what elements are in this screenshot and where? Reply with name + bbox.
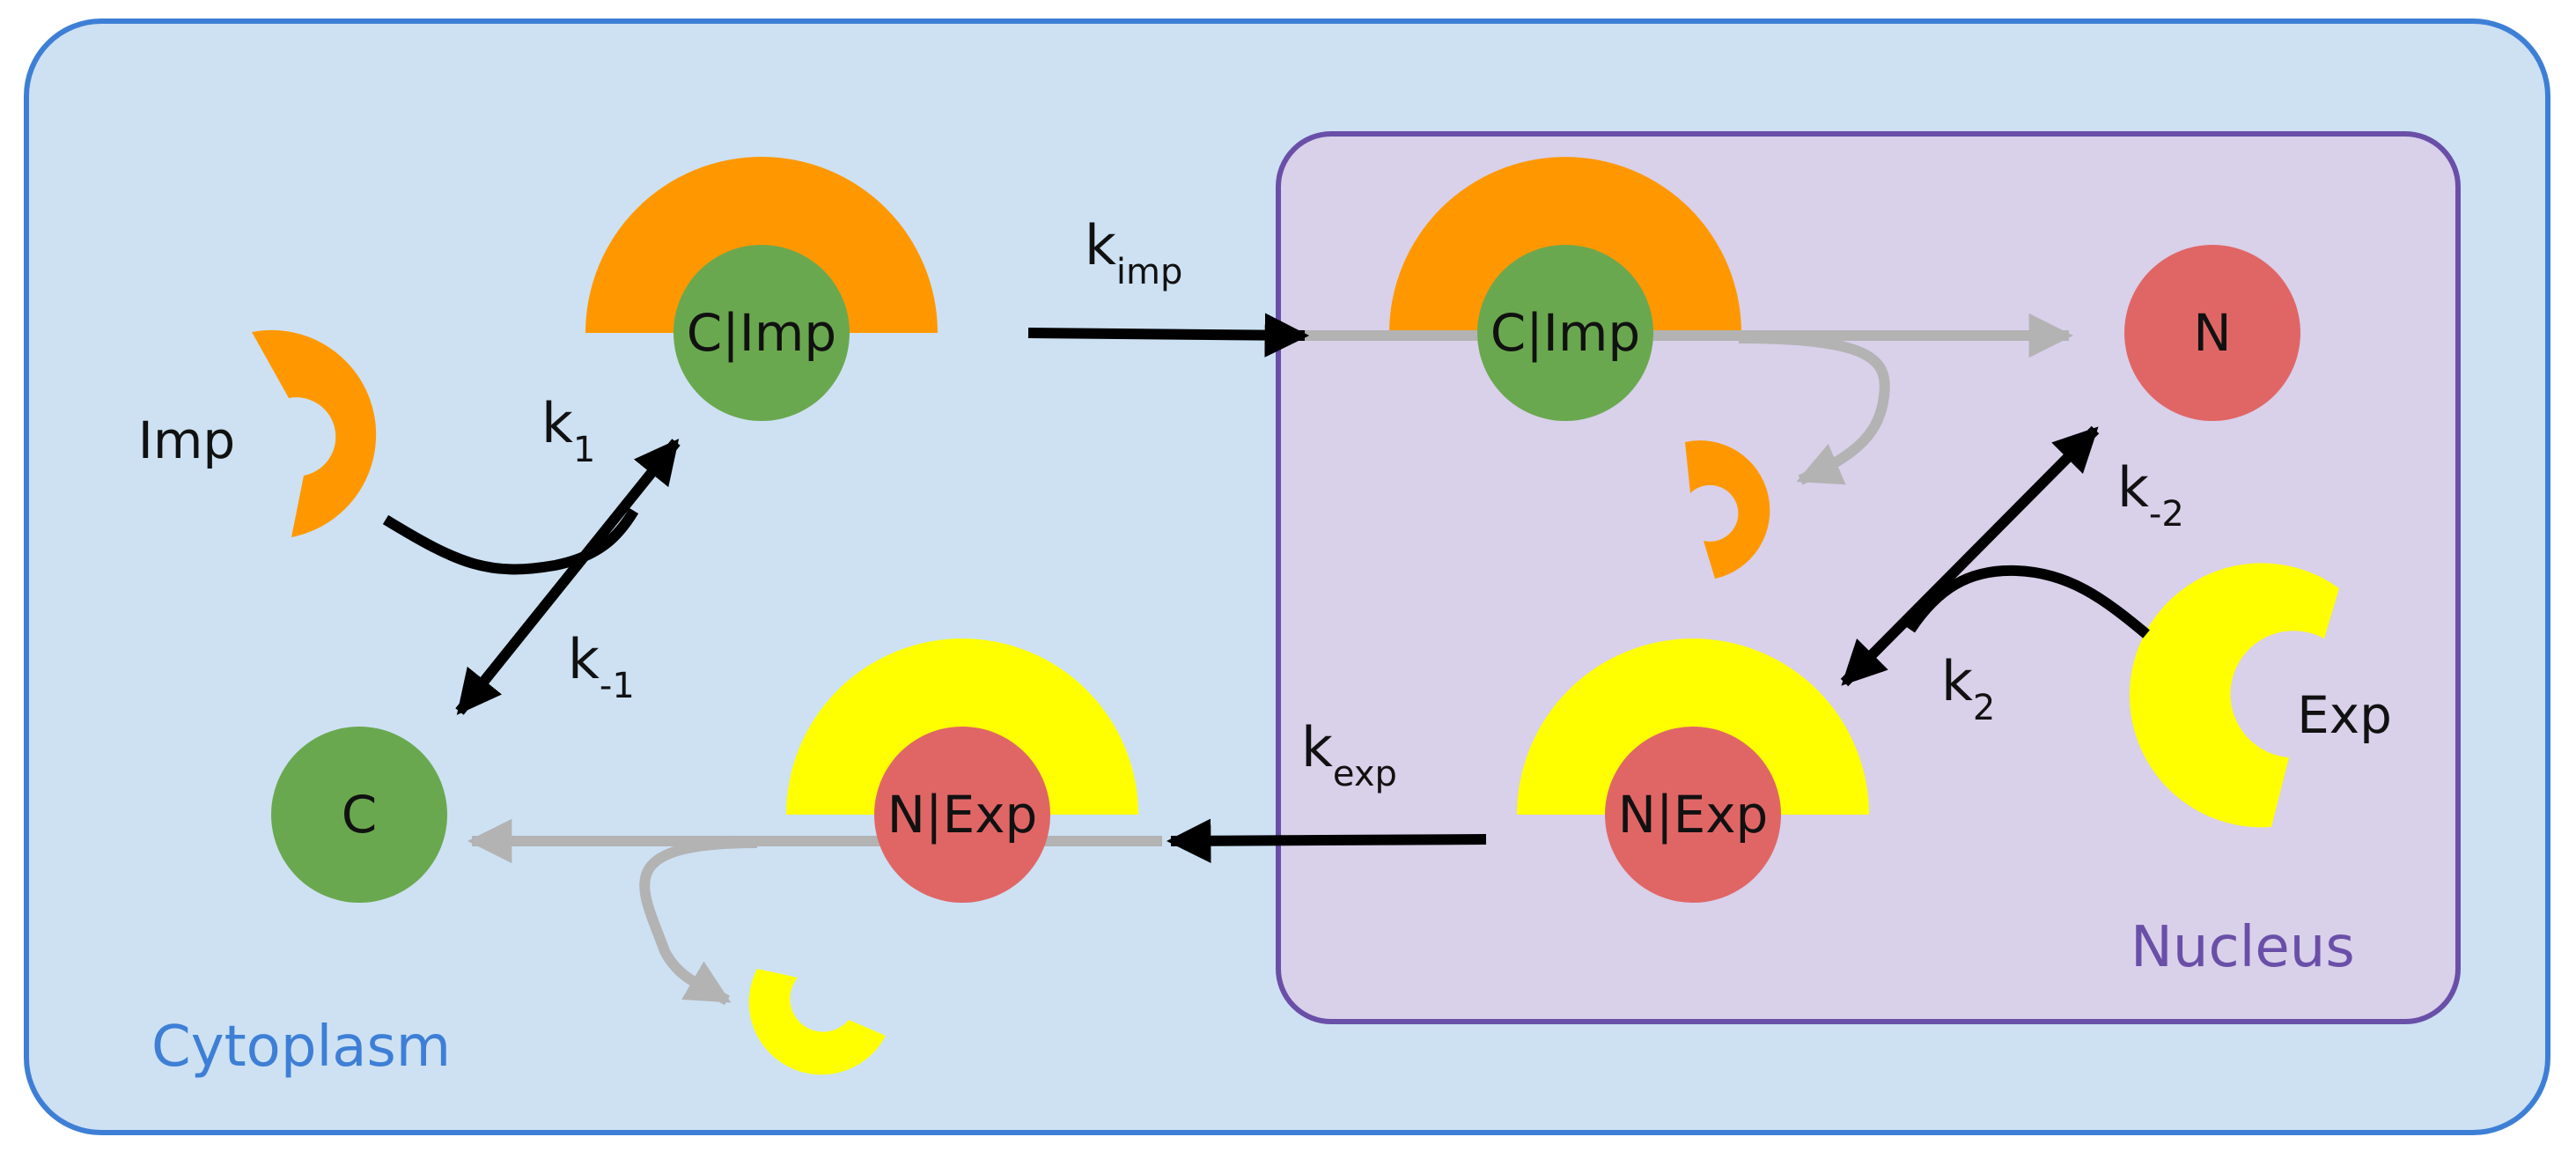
- export-release-branch: [639, 838, 758, 1006]
- released-exportin-shape: [748, 969, 886, 1075]
- nuclear-protein-label: N: [2193, 303, 2231, 363]
- nucleus-label: Nucleus: [2131, 915, 2355, 980]
- rate-k-minus2-base: k: [2117, 455, 2149, 520]
- exportin-binding-curve: [1906, 565, 2150, 639]
- n-exp-cyto-label: N|Exp: [887, 785, 1038, 845]
- rate-k1: k1: [541, 391, 595, 470]
- exportin-label: Exp: [2297, 685, 2392, 745]
- rate-k-imp: kimp: [1085, 213, 1182, 292]
- rate-k-exp-base: k: [1301, 715, 1333, 779]
- cytoplasm-label: Cytoplasm: [151, 1015, 451, 1080]
- c-imp-cyto-core: [673, 245, 850, 421]
- importin-shape: [252, 329, 377, 537]
- n-exp-nuc-label: N|Exp: [1618, 785, 1769, 845]
- rate-k2-base: k: [1941, 649, 1973, 713]
- export-transport-arrow: [1166, 818, 1487, 863]
- rate-k-minus1: k-1: [568, 627, 635, 706]
- rate-k-minus1-base: k: [568, 627, 600, 691]
- rate-k-exp-sub: exp: [1333, 754, 1397, 794]
- c-imp-cyto-label: C|Imp: [687, 303, 836, 363]
- cargo-node: [271, 727, 447, 903]
- c-imp-nuc-label: C|Imp: [1490, 303, 1640, 363]
- rate-k2-sub: 2: [1973, 688, 1995, 728]
- rate-k1-base: k: [541, 391, 573, 455]
- rate-k-minus1-sub: -1: [600, 666, 635, 706]
- importin-binding-curve: [382, 507, 639, 575]
- rate-k-exp: kexp: [1301, 715, 1397, 794]
- exportin-shape: [2129, 563, 2339, 828]
- rate-k1-sub: 1: [573, 430, 595, 470]
- n-exp-cyto-core: [874, 727, 1050, 903]
- importin-label: Imp: [138, 410, 235, 470]
- c-imp-nuc-core: [1477, 245, 1653, 421]
- n-exp-nuc-core: [1605, 727, 1781, 903]
- cargo-label: C: [342, 785, 378, 845]
- nuclear-protein-node: [2124, 245, 2300, 421]
- rate-k-minus2: k-2: [2117, 455, 2184, 535]
- rate-k-minus2-sub: -2: [2149, 494, 2184, 535]
- rate-k2: k2: [1941, 649, 1995, 728]
- released-importin-shape: [1685, 440, 1770, 579]
- nuc-binding-arrow: [1840, 425, 2100, 687]
- rate-k-imp-base: k: [1085, 213, 1116, 277]
- rate-k-imp-sub: imp: [1116, 252, 1182, 292]
- import-transport-arrow: [1027, 313, 1310, 358]
- cyto-binding-arrow: [455, 439, 681, 715]
